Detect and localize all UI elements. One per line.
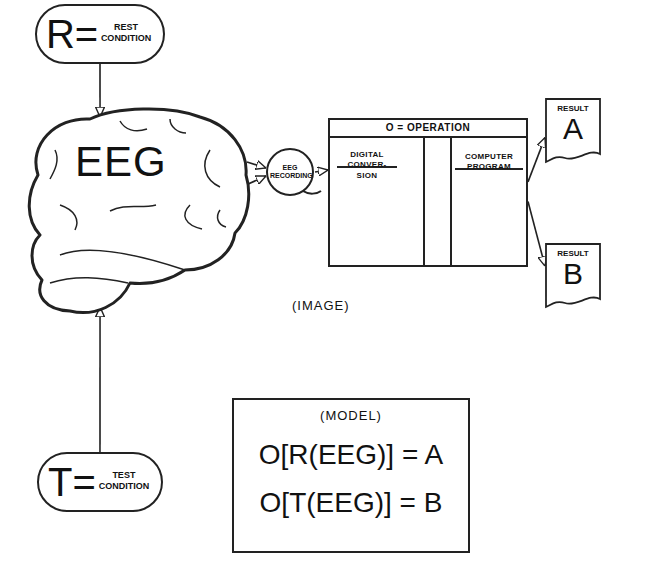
arrow-connector bbox=[528, 202, 545, 267]
node-text: (MODEL) bbox=[320, 408, 382, 423]
node-text: EEG bbox=[75, 141, 250, 183]
brain-outline: EEG bbox=[20, 105, 250, 320]
operation-box: O = OPERATION DIGITAL CONVER- SION COMPUTE… bbox=[328, 118, 528, 267]
arrow-connector bbox=[528, 138, 545, 182]
arrow-connector bbox=[315, 170, 328, 172]
node-text: R= bbox=[46, 12, 98, 56]
process-box: COMPUTER PROGRAM bbox=[450, 136, 528, 267]
node-text: RESULT bbox=[545, 243, 601, 258]
node-text: DIGITAL CONVER- SION bbox=[337, 150, 397, 168]
node-text: B bbox=[545, 258, 601, 290]
node-text: O[T(EEG)] = B bbox=[260, 487, 443, 519]
brain-fold bbox=[170, 119, 186, 133]
brain-outline-path bbox=[29, 109, 248, 313]
arrow-connector bbox=[99, 307, 101, 452]
document-outline bbox=[546, 99, 600, 162]
reel-circle bbox=[267, 149, 313, 195]
brain-fold bbox=[60, 205, 77, 230]
brain-fold bbox=[50, 150, 57, 179]
condition-box: T=TEST CONDITION bbox=[37, 452, 163, 512]
tape-tail bbox=[303, 191, 321, 194]
brain-fold bbox=[185, 205, 202, 229]
brain-fold bbox=[60, 250, 185, 270]
node-text: EEG RECORDING bbox=[270, 164, 310, 180]
brain-fold bbox=[110, 205, 156, 211]
document-outline bbox=[546, 244, 600, 307]
arrow-connector bbox=[247, 162, 266, 168]
node-text: A bbox=[545, 113, 601, 145]
node-text: TEST CONDITION bbox=[96, 470, 152, 492]
node-text: COMPUTER PROGRAM bbox=[455, 152, 523, 170]
result-document: RESULTA bbox=[545, 98, 601, 164]
node-text: T= bbox=[48, 460, 96, 504]
arrow-connector bbox=[247, 176, 266, 185]
brain-fold bbox=[50, 278, 128, 283]
brain-fold bbox=[218, 210, 226, 227]
model-box: (MODEL) O[R(EEG)] = A O[T(EEG)] = B bbox=[232, 398, 470, 553]
figure-label: (IMAGE) bbox=[292, 298, 350, 313]
brain-fold bbox=[205, 150, 220, 187]
brain-fold bbox=[120, 121, 147, 131]
node-text: REST CONDITION bbox=[98, 22, 154, 44]
node-text: O = OPERATION bbox=[330, 120, 526, 138]
recording-reel: EEG RECORDING bbox=[265, 147, 315, 197]
result-document: RESULTB bbox=[545, 243, 601, 309]
process-box: DIGITAL CONVER- SION bbox=[328, 136, 425, 267]
arrow-connector bbox=[99, 64, 101, 117]
node-text: RESULT bbox=[545, 98, 601, 113]
node-text: O[R(EEG)] = A bbox=[259, 439, 443, 471]
brain-drawing bbox=[20, 105, 250, 320]
condition-box: R=REST CONDITION bbox=[35, 4, 165, 64]
